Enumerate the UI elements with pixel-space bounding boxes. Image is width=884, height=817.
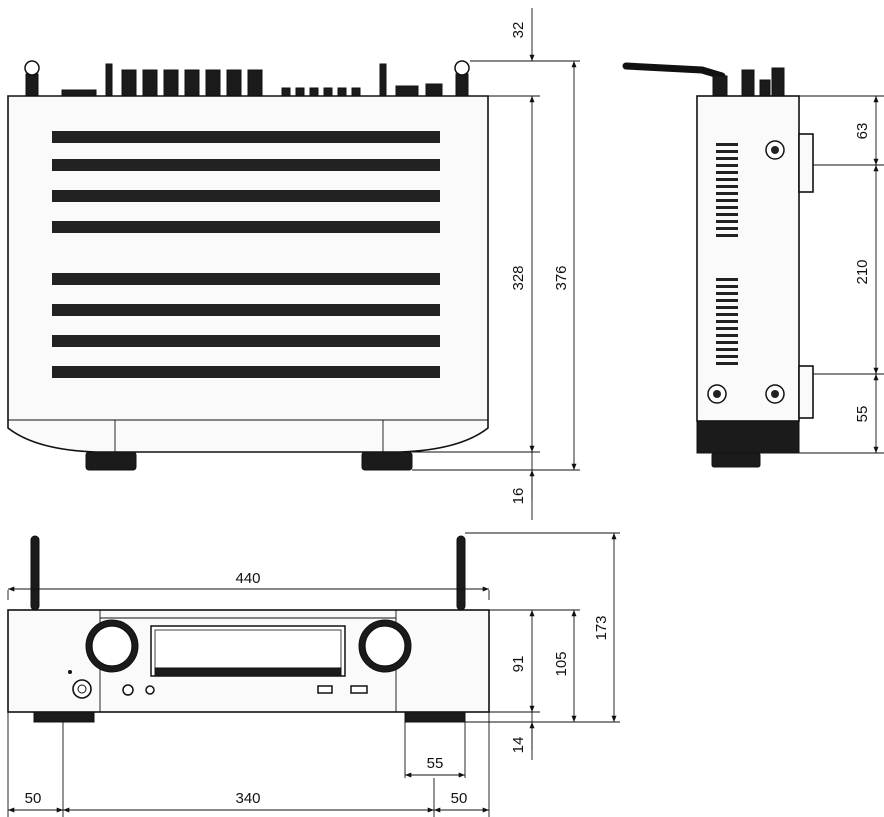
dim-depth-total: 376 (553, 265, 570, 290)
side-screws (707, 140, 785, 404)
display-button-strip (154, 667, 342, 677)
dim-height-with-feet: 105 (553, 651, 570, 676)
dim-right-inset: 50 (451, 790, 468, 807)
dim-foot-width: 55 (427, 755, 444, 772)
front-view: 440 91 105 173 14 55 50 340 50 (7, 532, 620, 817)
dim-side-lower: 55 (854, 406, 871, 423)
top-view-foot-right (361, 451, 413, 471)
front-foot-right (404, 711, 466, 723)
dim-depth-body: 328 (510, 265, 527, 290)
hdmi-port (350, 685, 368, 694)
dim-side-middle: 210 (854, 259, 871, 284)
top-view: 32 328 376 16 (7, 8, 580, 520)
side-front-panel (696, 420, 800, 454)
rear-connectors (24, 60, 470, 97)
side-vents (716, 143, 738, 365)
dim-foot-spacing: 340 (235, 790, 260, 807)
side-antenna (622, 62, 726, 80)
vent-grille (52, 131, 440, 378)
dim-side-upper: 63 (854, 123, 871, 140)
front-antenna-left (30, 535, 40, 611)
dim-front-width: 440 (235, 570, 260, 587)
mic-jack (145, 685, 155, 695)
front-antenna-right (456, 535, 466, 611)
top-view-foot-left (85, 451, 137, 471)
headphone-jack (122, 684, 134, 696)
dim-rear-protrusion: 32 (510, 22, 527, 39)
dim-top-foot-height: 16 (510, 488, 527, 505)
usb-port (317, 685, 333, 694)
dim-body-height: 91 (510, 656, 527, 673)
dim-left-inset: 50 (25, 790, 42, 807)
front-foot-left (33, 711, 95, 723)
dim-height-with-antenna: 173 (593, 615, 610, 640)
dim-front-foot-height: 14 (510, 737, 527, 754)
side-view-body (696, 95, 800, 422)
side-view: 63 210 55 (622, 62, 884, 468)
